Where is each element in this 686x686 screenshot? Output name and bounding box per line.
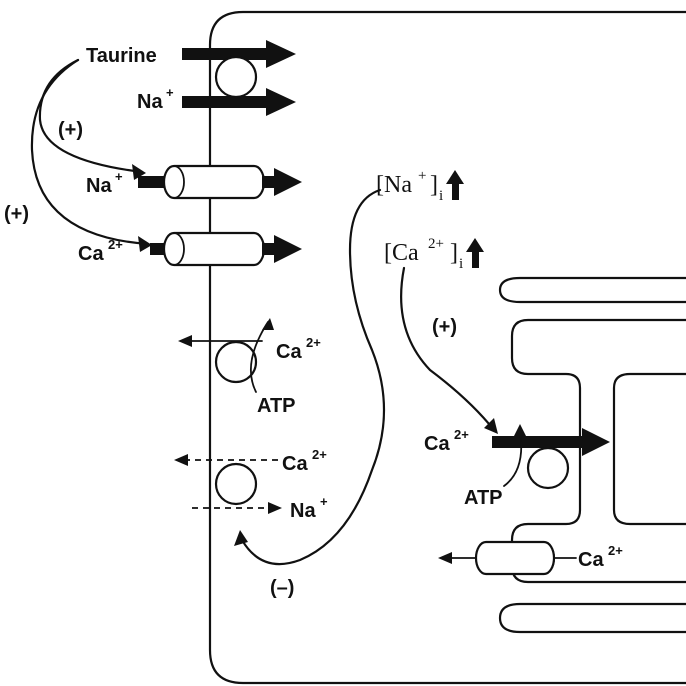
stim-curve-ca-arrowhead <box>138 236 152 252</box>
inhibition-arrowhead <box>234 530 248 546</box>
inhibition-minus-label: (–) <box>270 577 294 599</box>
ca-channel <box>164 233 264 265</box>
taurine-label: Taurine <box>86 45 157 67</box>
svg-text:]: ] <box>430 172 438 198</box>
exchanger-ca-arrowhead <box>174 454 188 466</box>
svg-text:i: i <box>439 188 443 204</box>
sr-pump-curl-arrowhead <box>514 424 526 436</box>
svg-text:+: + <box>166 85 174 100</box>
stim-plus-label-1: (+) <box>58 119 83 141</box>
ca-atpase-pump <box>216 342 256 382</box>
svg-text:]: ] <box>450 240 458 266</box>
ca-pump-curl-arrowhead <box>262 318 274 330</box>
sr-release-channel <box>476 542 554 574</box>
taurine-flux-bar <box>182 48 268 60</box>
svg-text:Ca: Ca <box>424 433 450 455</box>
na-channel-right-bar <box>262 176 276 188</box>
sr-stim-curve <box>401 268 494 430</box>
taurine-na-cotransporter <box>216 57 256 97</box>
organelle-bottom-tube <box>500 604 686 632</box>
na-increase-arrow-head <box>446 170 464 184</box>
svg-text:Ca: Ca <box>578 549 604 571</box>
na-label-top: Na + <box>137 85 174 113</box>
organelle-top-tube <box>500 278 686 302</box>
atp-label-pump: ATP <box>257 395 296 417</box>
sr-stim-plus-label: (+) <box>432 316 457 338</box>
na-cotransport-arrowhead <box>266 88 296 116</box>
stim-plus-label-2: (+) <box>4 203 29 225</box>
exchanger-na-arrowhead <box>268 502 282 514</box>
stim-curve-na-channel <box>40 60 142 172</box>
ca-increase-arrow-head <box>466 238 484 252</box>
na-channel-arrowhead <box>274 168 302 196</box>
na-channel <box>164 166 264 198</box>
svg-text:2+: 2+ <box>428 236 444 252</box>
ca-channel-right-bar <box>262 243 276 255</box>
intracellular-ca-label: [Ca 2+ ] i <box>384 236 463 272</box>
ca-label-sr-pump: Ca 2+ <box>424 427 469 455</box>
ca-channel-arrowhead <box>274 235 302 263</box>
svg-text:Na: Na <box>290 500 316 522</box>
na-cotransport-flux-bar <box>182 96 268 108</box>
ca-label-sr-release: Ca 2+ <box>578 543 623 571</box>
svg-text:Ca: Ca <box>78 243 104 265</box>
svg-text:i: i <box>459 256 463 272</box>
svg-text:2+: 2+ <box>312 447 327 462</box>
sr-ca-pump <box>528 448 568 488</box>
svg-text:+: + <box>418 168 426 184</box>
ca-label-channel: Ca 2+ <box>78 237 123 265</box>
na-ca-exchanger <box>216 464 256 504</box>
svg-text:Ca: Ca <box>276 341 302 363</box>
svg-text:[Na: [Na <box>376 172 412 198</box>
stim-curve-ca-channel <box>32 60 148 244</box>
svg-text:2+: 2+ <box>306 335 321 350</box>
svg-text:2+: 2+ <box>454 427 469 442</box>
svg-text:2+: 2+ <box>608 543 623 558</box>
sr-pump-flux-bar <box>492 436 584 448</box>
ca-label-pump: Ca 2+ <box>276 335 321 363</box>
svg-text:Ca: Ca <box>282 453 308 475</box>
na-label-exchanger: Na + <box>290 494 328 522</box>
intracellular-na-label: [Na + ] i <box>376 168 443 204</box>
sr-pump-arrowhead <box>582 428 610 456</box>
taurine-arrowhead <box>266 40 296 68</box>
sr-release-arrowhead <box>438 552 452 564</box>
svg-text:Na: Na <box>137 91 163 113</box>
svg-text:+: + <box>115 169 123 184</box>
svg-text:+: + <box>320 494 328 509</box>
svg-text:Na: Na <box>86 175 112 197</box>
ca-increase-arrow-shaft <box>472 250 479 268</box>
ca-pump-efflux-arrowhead <box>178 335 192 347</box>
na-increase-arrow-shaft <box>452 182 459 200</box>
ca-label-exchanger: Ca 2+ <box>282 447 327 475</box>
na-label-channel: Na + <box>86 169 123 197</box>
svg-text:[Ca: [Ca <box>384 240 419 266</box>
atp-label-sr: ATP <box>464 487 503 509</box>
